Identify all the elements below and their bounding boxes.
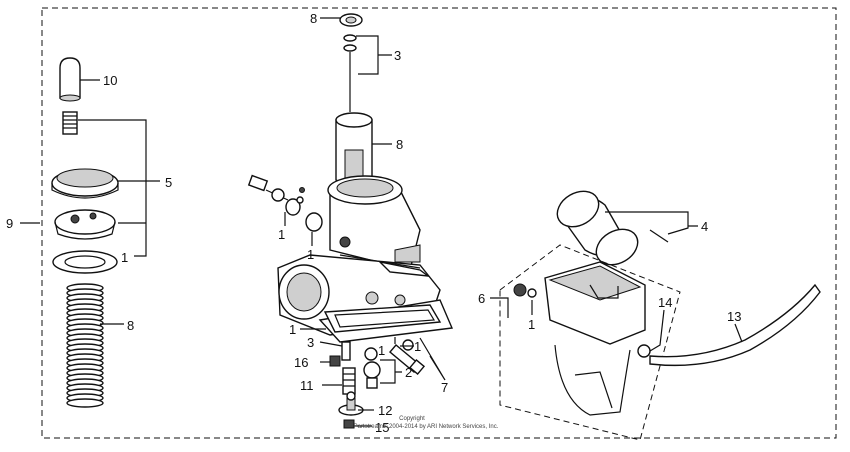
callout-1-a: 1 bbox=[278, 227, 285, 242]
callout-15: 15 bbox=[375, 420, 389, 435]
diagram-frame bbox=[41, 7, 837, 439]
callout-8-slide: 8 bbox=[396, 137, 403, 152]
callout-1-e: 1 bbox=[414, 339, 421, 354]
part-16-jet bbox=[329, 355, 341, 367]
callout-16: 16 bbox=[294, 355, 308, 370]
part-15-screw bbox=[343, 419, 355, 429]
callout-1-b: 1 bbox=[307, 247, 314, 262]
part-6-bowl-group-frame bbox=[499, 244, 681, 441]
callout-7: 7 bbox=[441, 380, 448, 395]
callout-8-top: 8 bbox=[310, 11, 317, 26]
part-3-float-needle bbox=[341, 341, 351, 361]
part-1-bowl-gasket-c bbox=[323, 304, 442, 333]
part-4-float bbox=[556, 190, 669, 266]
part-8-top-clip bbox=[339, 13, 363, 27]
part-5-top-ring bbox=[51, 168, 119, 199]
callout-12: 12 bbox=[378, 403, 392, 418]
copyright-line-1: Copyright bbox=[399, 416, 425, 422]
part-adjuster-screw bbox=[62, 111, 78, 135]
leader-2 bbox=[380, 359, 402, 384]
part-6-float-bowl bbox=[544, 261, 646, 416]
part-11-needle-jet bbox=[342, 367, 356, 395]
callout-6: 6 bbox=[478, 291, 485, 306]
callout-5: 5 bbox=[165, 175, 172, 190]
copyright-line-2: Partstream® 2004-2014 by ARI Network Ser… bbox=[354, 423, 499, 430]
part-8-spring bbox=[66, 283, 104, 408]
part-8-throttle-slide bbox=[335, 112, 373, 186]
callout-13: 13 bbox=[727, 309, 741, 324]
leader-1-bracket bbox=[78, 119, 147, 257]
leader-14 bbox=[649, 309, 665, 352]
callout-9: 9 bbox=[6, 216, 13, 231]
callout-8-spring: 8 bbox=[127, 318, 134, 333]
callout-3-top: 3 bbox=[394, 48, 401, 63]
callout-1-c: 1 bbox=[289, 322, 296, 337]
part-1-bowl-oring bbox=[513, 283, 537, 298]
callout-4: 4 bbox=[701, 219, 708, 234]
callout-10: 10 bbox=[103, 73, 117, 88]
spring-coil bbox=[66, 398, 104, 408]
part-top-cap bbox=[54, 209, 116, 240]
callout-1-bowl: 1 bbox=[528, 317, 535, 332]
callout-3-bottom: 3 bbox=[307, 335, 314, 350]
part-14-hose-clip bbox=[637, 344, 651, 358]
callout-1-d: 1 bbox=[378, 343, 385, 358]
callout-14: 14 bbox=[658, 295, 672, 310]
part-10-cap bbox=[59, 57, 81, 102]
part-12-float-valve bbox=[338, 391, 364, 416]
part-drain-screw bbox=[389, 339, 426, 376]
part-1-gasket-left bbox=[52, 250, 118, 274]
leader-13 bbox=[734, 323, 743, 343]
callout-1-left: 1 bbox=[121, 250, 128, 265]
leader-6 bbox=[490, 297, 509, 318]
leader-3-bottom bbox=[319, 341, 343, 347]
part-3-needle-clip bbox=[343, 34, 357, 52]
part-13-overflow-tube bbox=[649, 283, 821, 367]
leader-3-top bbox=[356, 35, 392, 75]
leader-7 bbox=[419, 337, 446, 381]
callout-11: 11 bbox=[300, 378, 314, 393]
part-pilot-screw bbox=[247, 174, 323, 232]
callout-2: 2 bbox=[405, 365, 412, 380]
part-2-main-jet bbox=[363, 347, 381, 389]
leader-4 bbox=[640, 211, 698, 235]
